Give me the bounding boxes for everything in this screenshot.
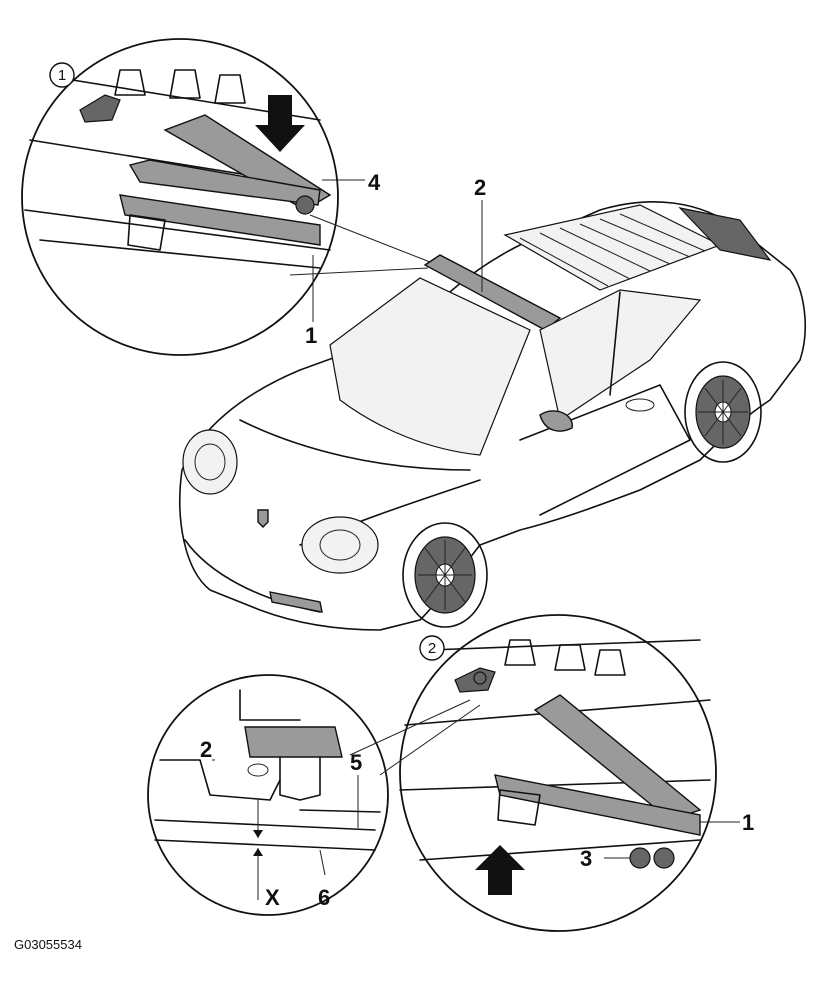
- crest-icon: [257, 509, 269, 528]
- rear-wheel: [684, 361, 762, 463]
- arrow-up-icon: [475, 845, 525, 895]
- callout-1-top: 1: [305, 323, 317, 348]
- roof-glass-lines: [519, 213, 706, 287]
- callout-4: 4: [368, 170, 381, 195]
- guide-rail: [119, 194, 321, 246]
- callout-6: 6: [318, 885, 330, 910]
- detail-view-rear-locking: 2: [399, 614, 740, 932]
- roof-front-crossmember: [423, 254, 562, 331]
- callout-2-car: 2: [474, 175, 486, 200]
- locking-lever: [128, 159, 321, 206]
- callout-x: X: [265, 885, 280, 910]
- nut-2: [653, 847, 675, 869]
- roof-stop-block: [244, 726, 343, 758]
- callout-3: 3: [580, 846, 592, 871]
- car-illustration: [179, 201, 806, 631]
- figure-code: G03055534: [14, 937, 82, 952]
- circled-label-text: 2: [428, 640, 436, 657]
- latch-arm-rear: [533, 694, 702, 821]
- detail-view-clearance: [147, 674, 481, 916]
- locking-hook: [79, 94, 121, 123]
- side-mirror: [539, 410, 573, 432]
- headlight-left: [182, 429, 238, 495]
- circled-label-1: [49, 62, 75, 88]
- headlight-right: [301, 516, 379, 574]
- circled-label-2: [419, 635, 445, 661]
- callout-5: 5: [350, 750, 362, 775]
- callout-2-lower: 2: [200, 737, 212, 762]
- guide-rail-rear: [494, 774, 701, 836]
- nut-1: [629, 847, 651, 869]
- circled-label-text: 1: [58, 67, 66, 84]
- callout-1-right: 1: [742, 810, 754, 835]
- front-wheel: [402, 522, 488, 628]
- arrow-down-icon: [255, 95, 305, 152]
- detail-view-front-locking: 1: [21, 38, 431, 356]
